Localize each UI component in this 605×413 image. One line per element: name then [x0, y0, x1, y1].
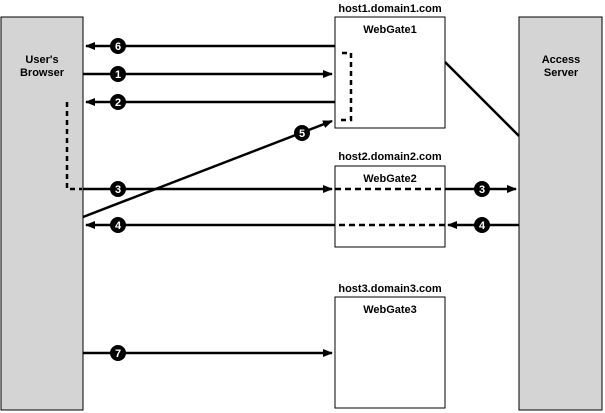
step-badge-3-left: 3: [110, 181, 126, 197]
svg-text:4: 4: [479, 220, 486, 232]
svg-text:6: 6: [115, 41, 121, 53]
svg-text:3: 3: [479, 184, 485, 196]
step-badge-1: 1: [110, 66, 126, 82]
webgate3-label: WebGate3: [363, 304, 417, 316]
webgate2-label: WebGate2: [363, 173, 417, 185]
host3-group: host3.domain3.com WebGate3: [334, 283, 446, 409]
svg-text:1: 1: [115, 69, 121, 81]
step-badge-4-left: 4: [110, 217, 126, 233]
step-badge-5: 5: [294, 125, 310, 141]
host1-hostname: host1.domain1.com: [338, 3, 442, 15]
svg-text:5: 5: [299, 128, 305, 140]
host1-group: host1.domain1.com WebGate1: [334, 3, 446, 129]
webgate1-internal-dashed-path: [339, 51, 353, 122]
webgate2-box: [334, 165, 446, 248]
webgate1-server-connector: [444, 61, 520, 137]
users-browser-panel: User's Browser: [0, 16, 84, 411]
svg-text:4: 4: [115, 220, 122, 232]
step-badge-7: 7: [110, 345, 126, 361]
step-badge-4-right: 4: [474, 217, 490, 233]
svg-text:3: 3: [115, 184, 121, 196]
access-server-label-line2: Server: [544, 67, 579, 79]
browser-label-line2: Browser: [20, 67, 65, 79]
host2-hostname: host2.domain2.com: [338, 151, 442, 163]
webgate3-box: [334, 296, 446, 409]
svg-text:2: 2: [115, 97, 121, 109]
svg-text:7: 7: [115, 348, 121, 360]
step-badge-6: 6: [110, 38, 126, 54]
browser-label-line1: User's: [25, 54, 58, 66]
browser-redirect-dashed-path: [65, 102, 82, 191]
step-badge-2: 2: [110, 94, 126, 110]
arrow-step-5: [82, 119, 333, 219]
webgate1-label: WebGate1: [363, 24, 417, 36]
webgate1-box: [334, 16, 446, 129]
host3-hostname: host3.domain3.com: [338, 283, 442, 295]
step-badge-3-right: 3: [474, 181, 490, 197]
access-server-panel: Access Server: [518, 16, 603, 411]
access-server-label-line1: Access: [542, 54, 581, 66]
host2-group: host2.domain2.com WebGate2: [334, 151, 446, 248]
